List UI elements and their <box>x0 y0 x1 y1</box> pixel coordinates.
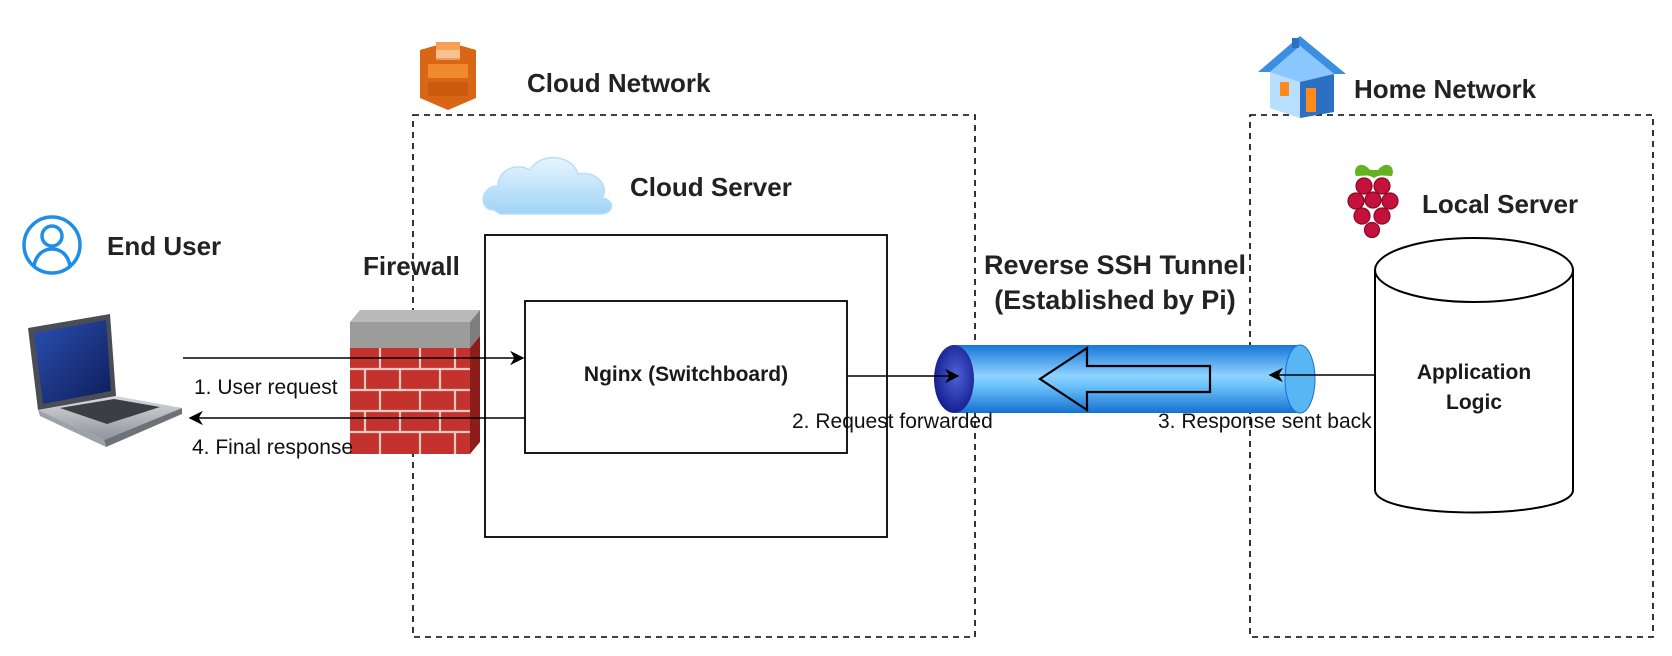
reverse-ssh-tunnel <box>934 344 1316 414</box>
end-user-label: End User <box>107 231 222 261</box>
nginx-box[interactable] <box>524 300 848 454</box>
step-4-label: 4. Final response <box>192 436 354 459</box>
cylinder-database-icon[interactable] <box>1374 237 1574 514</box>
home-network-label: Home Network <box>1354 74 1537 104</box>
aws-stack-icon <box>420 42 476 110</box>
tunnel-title-line2: (Established by Pi) <box>994 285 1236 315</box>
tunnel-direction-arrow <box>1038 345 1212 413</box>
app-logic-line2: Logic <box>1446 391 1502 414</box>
cloud-server-label: Cloud Server <box>630 172 792 202</box>
laptop-icon <box>28 314 182 447</box>
cloud-icon <box>482 156 613 215</box>
step-3-label: 3. Response sent back <box>1158 410 1372 433</box>
app-logic-label: Application Logic <box>1375 358 1573 418</box>
house-icon <box>1258 36 1346 118</box>
tunnel-title-line1: Reverse SSH Tunnel <box>983 250 1247 280</box>
firewall-label: Firewall <box>363 251 460 281</box>
nginx-label: Nginx (Switchboard) <box>583 363 789 386</box>
brick-firewall-icon <box>350 310 480 454</box>
cloud-network-label: Cloud Network <box>527 68 711 98</box>
local-server-label: Local Server <box>1422 189 1579 219</box>
tunnel-title: Reverse SSH Tunnel (Established by Pi) <box>980 250 1250 316</box>
raspberry-pi-icon <box>1347 164 1399 239</box>
user-circle-icon <box>22 215 82 275</box>
step-1-label: 1. User request <box>194 376 338 399</box>
step-2-label: 2. Request forwarded <box>792 410 993 433</box>
app-logic-line1: Application <box>1416 361 1532 384</box>
